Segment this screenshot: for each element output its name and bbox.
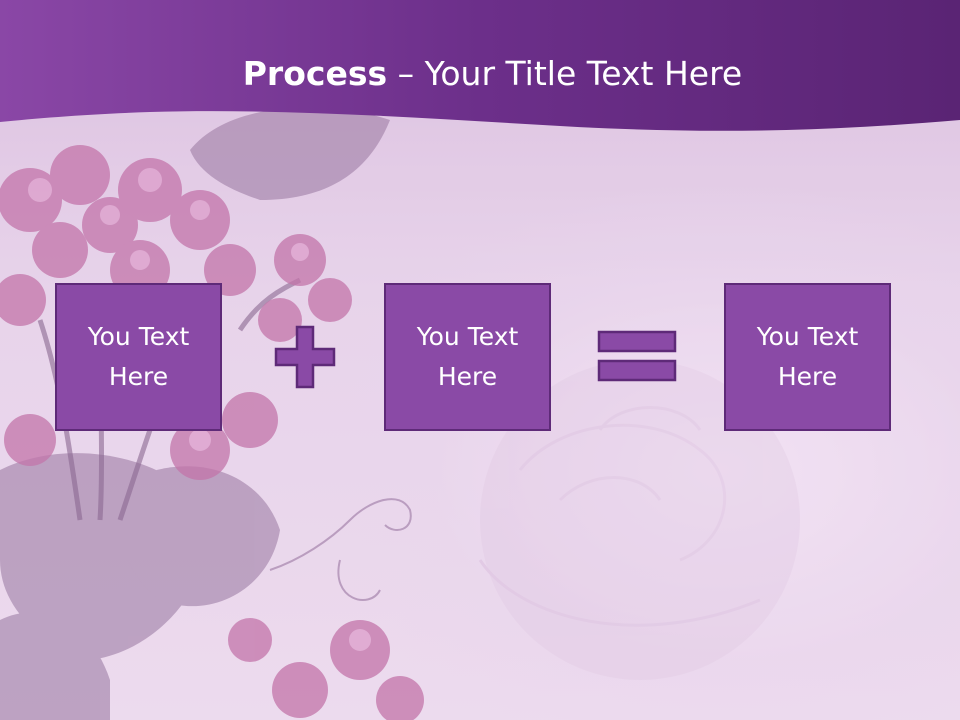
process-box-3[interactable]: You Text Here: [724, 283, 891, 431]
title-rest: – Your Title Text Here: [387, 54, 743, 93]
title-band: [0, 0, 960, 131]
process-box-2[interactable]: You Text Here: [384, 283, 551, 431]
plus-icon: [274, 325, 336, 389]
page-title: Process – Your Title Text Here: [0, 52, 960, 96]
process-box-1[interactable]: You Text Here: [55, 283, 222, 431]
equals-icon: [597, 330, 677, 382]
title-bold: Process: [242, 54, 388, 93]
